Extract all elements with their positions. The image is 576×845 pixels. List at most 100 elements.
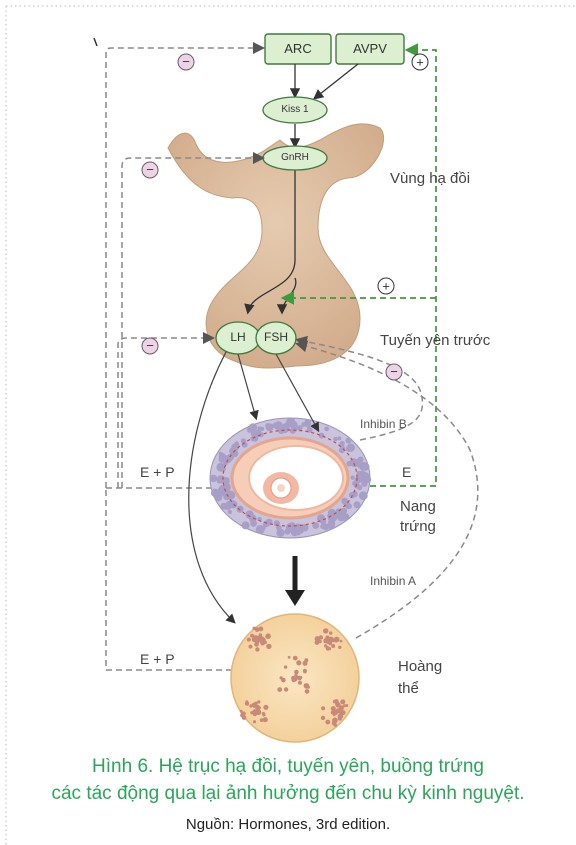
inhibin-a-label: Inhibin A xyxy=(370,574,416,588)
granulosa-cell xyxy=(359,491,368,500)
follicle-label-2: trứng xyxy=(400,518,436,535)
granulosa-cell xyxy=(228,510,232,514)
luteal-cell xyxy=(240,710,243,713)
luteal-cell xyxy=(323,628,328,633)
granulosa-cell xyxy=(347,505,351,509)
luteal-cell xyxy=(307,686,310,689)
luteal-cell xyxy=(334,724,337,727)
granulosa-cell xyxy=(216,463,225,472)
kiss-label: Kiss 1 xyxy=(263,104,327,115)
granulosa-cell xyxy=(210,475,217,482)
caption-line-2: các tác động qua lại ảnh hưởng đến chu k… xyxy=(0,783,576,805)
granulosa-cell xyxy=(362,464,367,469)
follicle-label-1: Nang xyxy=(400,498,436,515)
luteal-cell xyxy=(266,644,271,649)
caption-source: Nguồn: Hormones, 3rd edition. xyxy=(0,816,576,833)
luteal-cell xyxy=(298,681,302,685)
luteal-cell xyxy=(281,678,286,683)
granulosa-cell xyxy=(355,503,360,508)
plus-glyph-1: + xyxy=(416,55,424,70)
luteal-cell xyxy=(263,705,268,710)
granulosa-cell xyxy=(286,418,294,426)
luteal-cell xyxy=(297,676,302,681)
luteal-cell xyxy=(292,677,295,680)
luteal-cell xyxy=(324,644,327,647)
plus-glyph-2: + xyxy=(382,279,390,294)
luteal-cell xyxy=(252,709,257,714)
e-label: E xyxy=(402,464,411,480)
granulosa-cell xyxy=(357,485,362,490)
luteal-cell xyxy=(334,638,338,642)
granulosa-cell xyxy=(214,490,219,495)
granulosa-cell xyxy=(351,476,355,480)
luteal-cell xyxy=(254,702,257,705)
luteal-cell xyxy=(247,638,251,642)
granulosa-cell xyxy=(260,427,264,431)
luteal-cell xyxy=(331,644,335,648)
granulosa-cell xyxy=(347,461,353,467)
luteal-cell xyxy=(321,706,325,710)
granulosa-cell xyxy=(297,527,304,534)
granulosa-cell xyxy=(319,433,325,439)
arc-label: ARC xyxy=(265,41,331,56)
luteal-cell xyxy=(340,699,345,704)
minus-glyph-2: − xyxy=(146,162,154,177)
granulosa-cell xyxy=(306,419,311,424)
luteal-cell xyxy=(333,700,336,703)
granulosa-cell xyxy=(266,423,274,431)
minus-glyph-4: − xyxy=(390,364,398,379)
inhibin-b-label: Inhibin B xyxy=(360,417,407,431)
luteal-cell xyxy=(340,710,343,713)
avpv-label: AVPV xyxy=(336,41,404,56)
luteal-cell xyxy=(333,713,336,716)
luteal-cell xyxy=(284,665,287,668)
minus-glyph-3: − xyxy=(146,338,154,353)
luteal-cell xyxy=(335,702,340,707)
luteal-cell xyxy=(303,669,307,673)
luteal-cell xyxy=(340,640,343,643)
hypothalamus-label: Vùng hạ đồi xyxy=(390,170,470,187)
luteal-cell xyxy=(260,641,265,646)
granulosa-cell xyxy=(333,511,340,518)
luteal-cell xyxy=(338,714,343,719)
stray-mark xyxy=(94,38,97,46)
luteal-cell xyxy=(255,647,259,651)
granulosa-cell xyxy=(333,437,337,441)
luteal-cell xyxy=(343,704,346,707)
luteal-cell xyxy=(265,633,271,639)
granulosa-cell xyxy=(346,438,352,444)
luteal-cell xyxy=(338,646,341,649)
corpus-label-1: Hoàng xyxy=(398,658,442,675)
luteal-cell xyxy=(321,716,325,720)
luteal-cell xyxy=(294,670,299,675)
luteal-cell xyxy=(253,720,256,723)
lh-label: LH xyxy=(216,330,260,344)
granulosa-cell xyxy=(242,521,250,529)
luteal-cell xyxy=(260,718,264,722)
luteal-cell xyxy=(284,687,288,691)
luteal-cell xyxy=(255,627,260,632)
granulosa-cell xyxy=(291,426,297,432)
luteal-cell xyxy=(262,713,265,716)
luteal-cell xyxy=(249,645,253,649)
granulosa-cell xyxy=(251,429,255,433)
luteal-cell xyxy=(240,713,245,718)
pituitary-label: Tuyến yên trước xyxy=(380,332,490,349)
luteal-cell xyxy=(288,656,291,659)
luteal-cell xyxy=(293,656,298,661)
luteal-cell xyxy=(245,701,249,705)
caption-line-1: Hình 6. Hệ trục hạ đồi, tuyến yên, buồng… xyxy=(0,756,576,778)
ep-label-bottom: E + P xyxy=(140,651,175,667)
granulosa-cell xyxy=(235,441,239,445)
luteal-cell xyxy=(255,636,260,641)
granulosa-cell xyxy=(250,520,257,527)
corpus-luteum xyxy=(231,614,359,742)
granulosa-cell xyxy=(256,525,265,534)
luteal-cell xyxy=(331,706,336,711)
luteal-cell xyxy=(305,689,310,694)
corpus-label-2: thể xyxy=(398,680,419,697)
luteal-cell xyxy=(277,687,282,692)
granulosa-cell xyxy=(324,427,329,432)
granulosa-cell xyxy=(220,503,227,510)
